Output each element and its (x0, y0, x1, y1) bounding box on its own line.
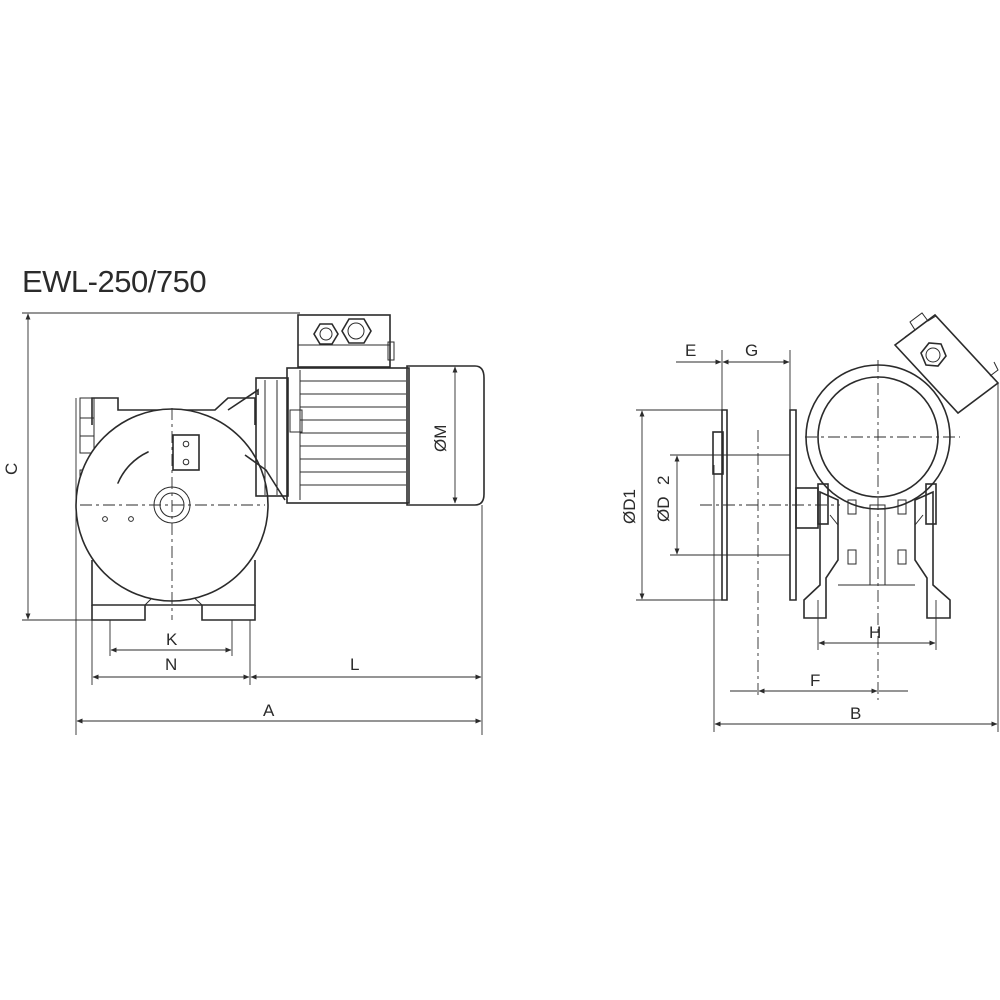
dim-label-K: K (166, 630, 178, 649)
base-stand (803, 483, 951, 619)
dim-label-M: ØM (431, 425, 450, 452)
dim-label-F: F (810, 671, 820, 690)
motor-body (286, 365, 485, 506)
dim-label-2: 2 (654, 476, 673, 485)
dim-label-D: ØD (654, 497, 673, 523)
terminal-box (297, 314, 395, 368)
motor-adapter (227, 377, 289, 501)
dim-label-D1: ØD1 (620, 489, 639, 524)
dim-label-L: L (350, 655, 359, 674)
dim-label-C: C (2, 463, 21, 475)
dim-label-N: N (165, 655, 177, 674)
model-title: EWL-250/750 (22, 264, 206, 299)
front-view: ØM C K N L A (2, 312, 485, 735)
dim-label-H: H (869, 623, 881, 642)
side-view: E G ØD1 ØD 2 H F B (620, 312, 1000, 732)
dim-label-E: E (685, 341, 696, 360)
dim-label-G: G (745, 341, 758, 360)
dim-label-B: B (850, 704, 861, 723)
drum-side (712, 409, 819, 601)
dim-label-A: A (263, 701, 275, 720)
